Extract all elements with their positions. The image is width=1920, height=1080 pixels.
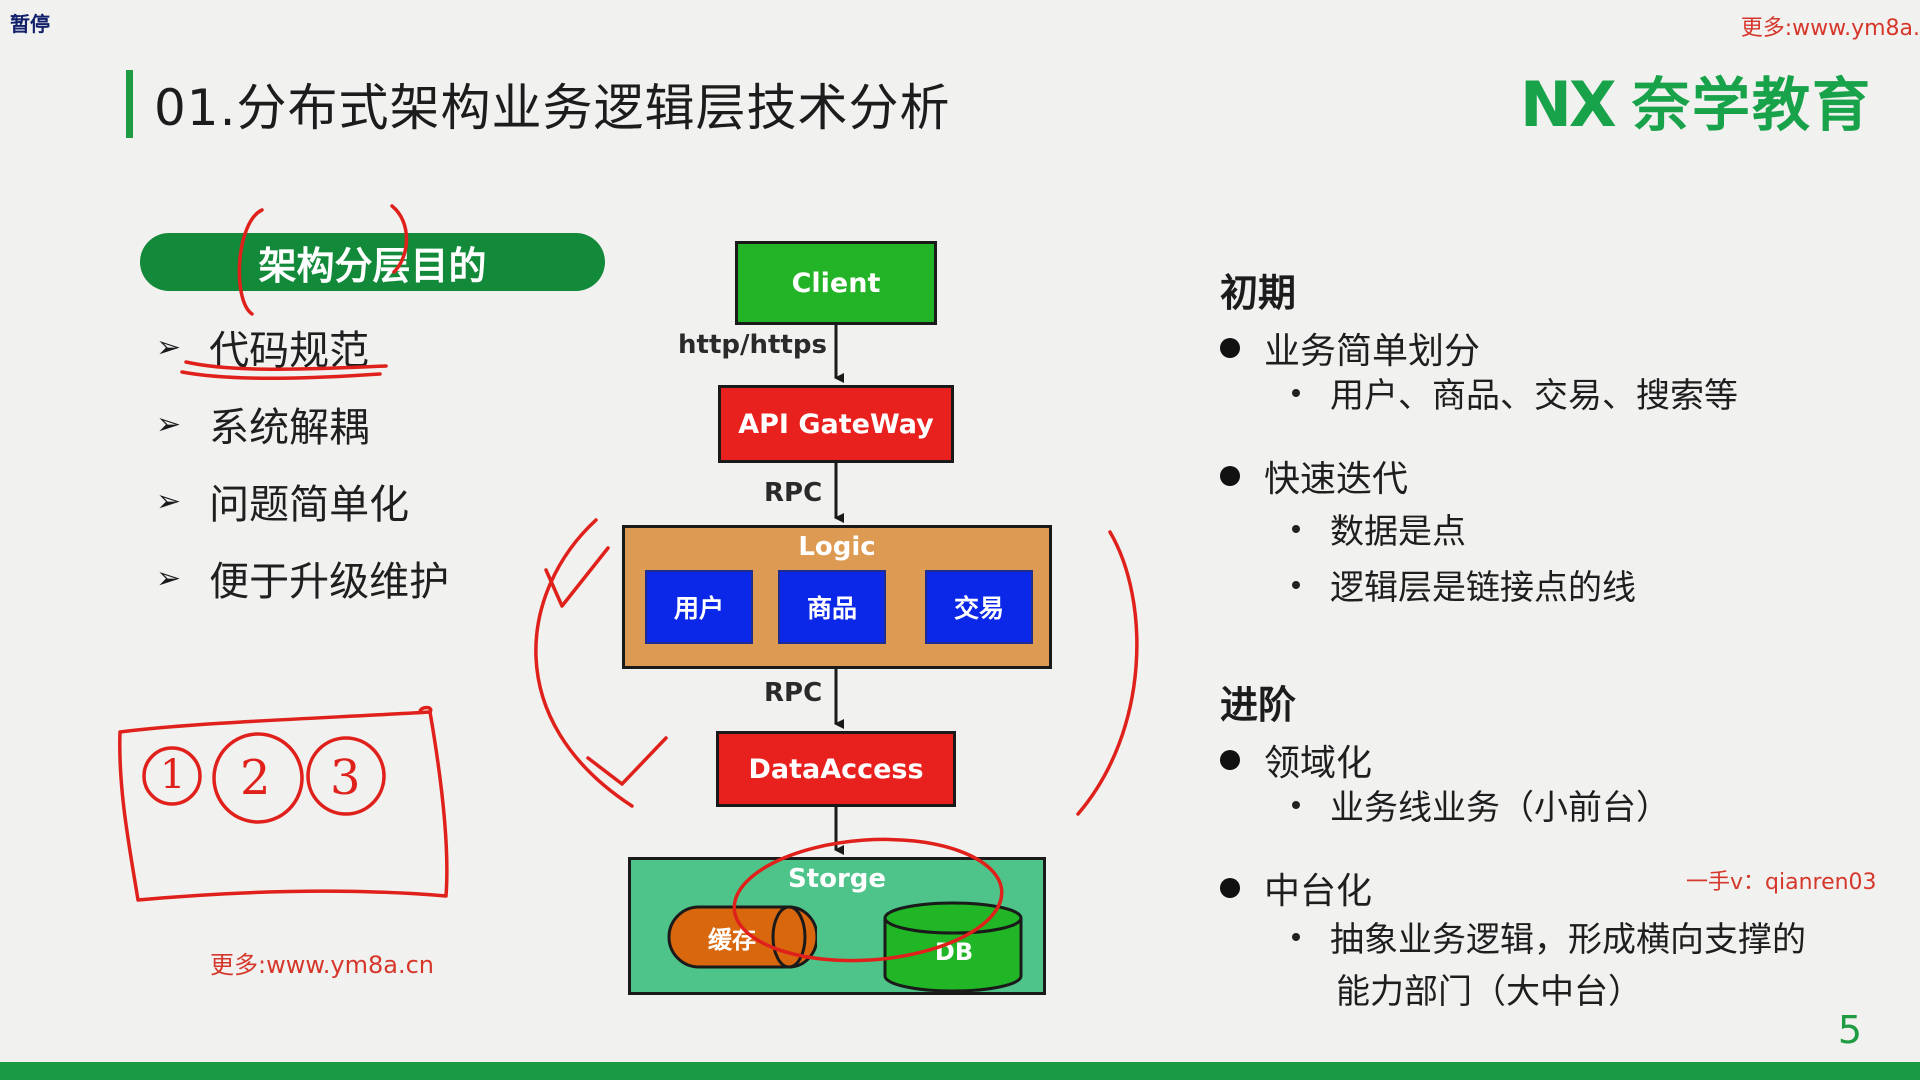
bullet-text: 业务简单划分 [1264,331,1481,372]
purpose-item-maintenance: ➢ 便于升级维护 [156,549,449,607]
section-heading-advanced: 进阶 [1220,683,1297,727]
api-gateway-node: API GateWay [718,385,954,463]
annotation-number-1: 1 [160,752,186,798]
pause-badge[interactable]: 暂停 [10,12,50,36]
sub-dot-icon [1292,388,1300,397]
sub-bullet: 业务线业务（小前台） [1292,780,1670,829]
bullet-early-2: 快速迭代 [1220,450,1408,502]
logo-mark: NX [1520,68,1617,141]
edge-label-rpc-2: RPC [764,678,823,708]
bullet-early-1: 业务简单划分 [1220,322,1480,374]
client-node: Client [735,241,937,325]
checkmark-icon [544,546,610,608]
sub-bullet: 逻辑层是链接点的线 [1292,560,1636,609]
sub-bullet-continuation: 能力部门（大中台） [1336,972,1642,1012]
sub-dot-icon [1292,580,1300,589]
edge-label-http: http/https [678,330,827,360]
section-heading-early: 初期 [1220,271,1297,315]
annotation-box [118,710,449,902]
annotation-circle-3 [306,736,386,816]
annotation-ellipse-storage [732,837,1004,963]
logic-module-trade: 交易 [925,570,1033,644]
page-number: 5 [1837,1008,1862,1052]
bullet-text: 中台化 [1264,871,1373,912]
footer-bar [0,1062,1920,1080]
arrow-bullet-icon: ➢ [156,560,182,596]
cache-label: 缓存 [708,925,756,954]
purpose-item-label: 系统解耦 [209,405,370,451]
purpose-item-decoupling: ➢ 系统解耦 [156,395,369,453]
purpose-item-simplify: ➢ 问题简单化 [156,472,409,530]
annotation-bracket-diagram-left [534,518,634,808]
bullet-dot-icon [1220,466,1240,486]
bullet-advanced-2: 中台化 [1220,862,1372,914]
edge-label-rpc-1: RPC [764,478,823,508]
sub-bullet-text: 抽象业务逻辑，形成横向支撑的 [1330,920,1806,960]
db-cylinder-icon [883,901,1023,993]
purpose-item-label: 便于升级维护 [209,559,450,605]
storage-node: Storge 缓存 DB [628,857,1046,995]
arrow-bullet-icon: ➢ [156,329,182,365]
logic-layer-node: Logic 用户 商品 交易 [622,525,1052,669]
sub-bullet-text: 数据是点 [1330,512,1466,552]
storage-label: Storge [787,864,887,894]
checkmark-icon [586,736,668,786]
annotation-circle-2 [212,732,304,824]
sub-bullet: 抽象业务逻辑，形成横向支撑的 [1292,912,1806,961]
sub-bullet-text: 逻辑层是链接点的线 [1330,568,1636,608]
bullet-advanced-1: 领域化 [1220,734,1372,786]
annotation-underline [184,360,388,372]
data-access-node: DataAccess [716,731,956,807]
sub-bullet: 数据是点 [1292,504,1466,553]
annotation-circle-1 [142,746,202,806]
bullet-dot-icon [1220,878,1240,898]
brand-logo: NX 奈学教育 [1520,68,1870,141]
sub-bullet: 用户、商品、交易、搜索等 [1292,368,1738,417]
annotation-bracket-left [237,208,264,316]
sub-bullet-text: 用户、商品、交易、搜索等 [1330,376,1738,416]
sub-bullet-text: 业务线业务（小前台） [1330,788,1670,828]
page-title: 01.分布式架构业务逻辑层技术分析 [154,79,951,137]
sub-dot-icon [1292,932,1300,941]
annotation-bracket-right [390,204,409,274]
logic-module-product: 商品 [778,570,886,644]
bullet-dot-icon [1220,338,1240,358]
bullet-text: 领域化 [1264,743,1373,784]
logic-module-user: 用户 [645,570,753,644]
bullet-text: 快速迭代 [1264,459,1409,500]
annotation-bracket-diagram-right [1076,530,1139,816]
annotation-number-2: 2 [240,750,271,806]
watermark-top: 更多:www.ym8a. [1740,16,1920,41]
purpose-heading: 架构分层目的 [140,233,605,291]
annotation-number-3: 3 [330,750,361,806]
sub-dot-icon [1292,800,1300,809]
watermark-middle: 更多:www.ym8a.cn [210,951,434,979]
arrow-bullet-icon: ➢ [156,483,182,519]
sub-dot-icon [1292,524,1300,533]
watermark-contact: 一手v：qianren03 [1686,870,1877,895]
logo-text: 奈学教育 [1632,71,1873,139]
purpose-item-label: 问题简单化 [209,482,410,528]
arrow-bullet-icon: ➢ [156,406,182,442]
logic-label: Logic [798,532,876,562]
bullet-dot-icon [1220,750,1240,770]
title-accent-bar [126,70,133,138]
